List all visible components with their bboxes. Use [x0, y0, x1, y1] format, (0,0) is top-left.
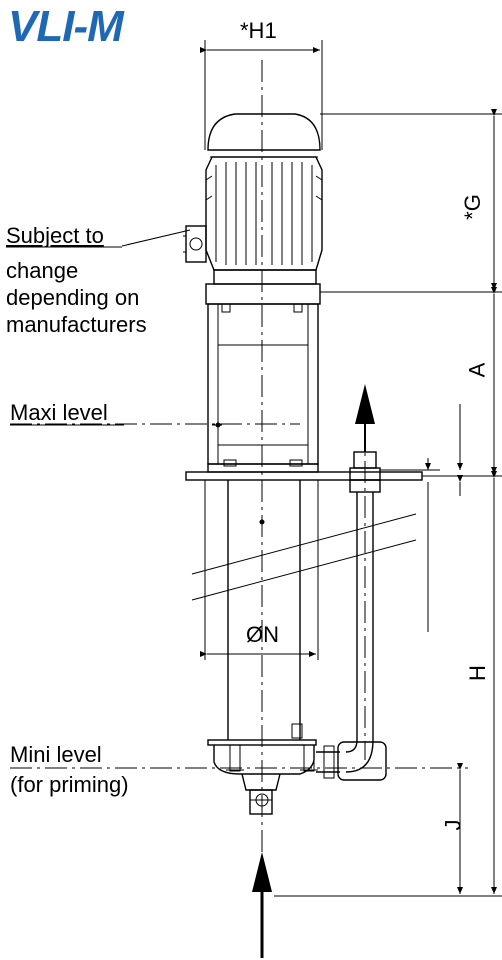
maxi-level-label: Maxi level: [10, 400, 108, 425]
dim-g: [320, 109, 502, 293]
motor-body: [205, 156, 323, 285]
dim-n: [200, 480, 319, 660]
note-line-4: manufacturers: [6, 312, 147, 337]
pump-base: [207, 739, 318, 815]
dim-h: [274, 471, 502, 897]
dim-a: [422, 287, 502, 477]
suction-arrow-icon: [252, 852, 272, 892]
dim-h1: [200, 40, 323, 150]
terminal-box: [183, 225, 207, 263]
motor-fan-cover: [207, 113, 321, 158]
note-leader: [121, 229, 191, 247]
mounting-plate: [185, 471, 423, 481]
dim-h1-label: *H1: [240, 18, 277, 43]
diagram-title: VLI-M: [8, 2, 124, 51]
level-marks: [191, 513, 417, 601]
mini-level-sublabel: (for priming): [10, 772, 129, 797]
dim-plate: [380, 404, 463, 632]
note-line-1: Subject to: [6, 223, 104, 248]
mini-level-label: Mini level: [10, 742, 102, 767]
pump-column: [227, 480, 303, 807]
note-line-3: depending on: [6, 285, 140, 310]
discharge-pipe: [316, 451, 387, 781]
motor-stool: [205, 283, 321, 473]
discharge-arrow-icon: [355, 384, 375, 424]
centerlines: [10, 60, 468, 860]
note-line-2: change: [6, 258, 79, 283]
flow-arrows: [252, 384, 375, 958]
